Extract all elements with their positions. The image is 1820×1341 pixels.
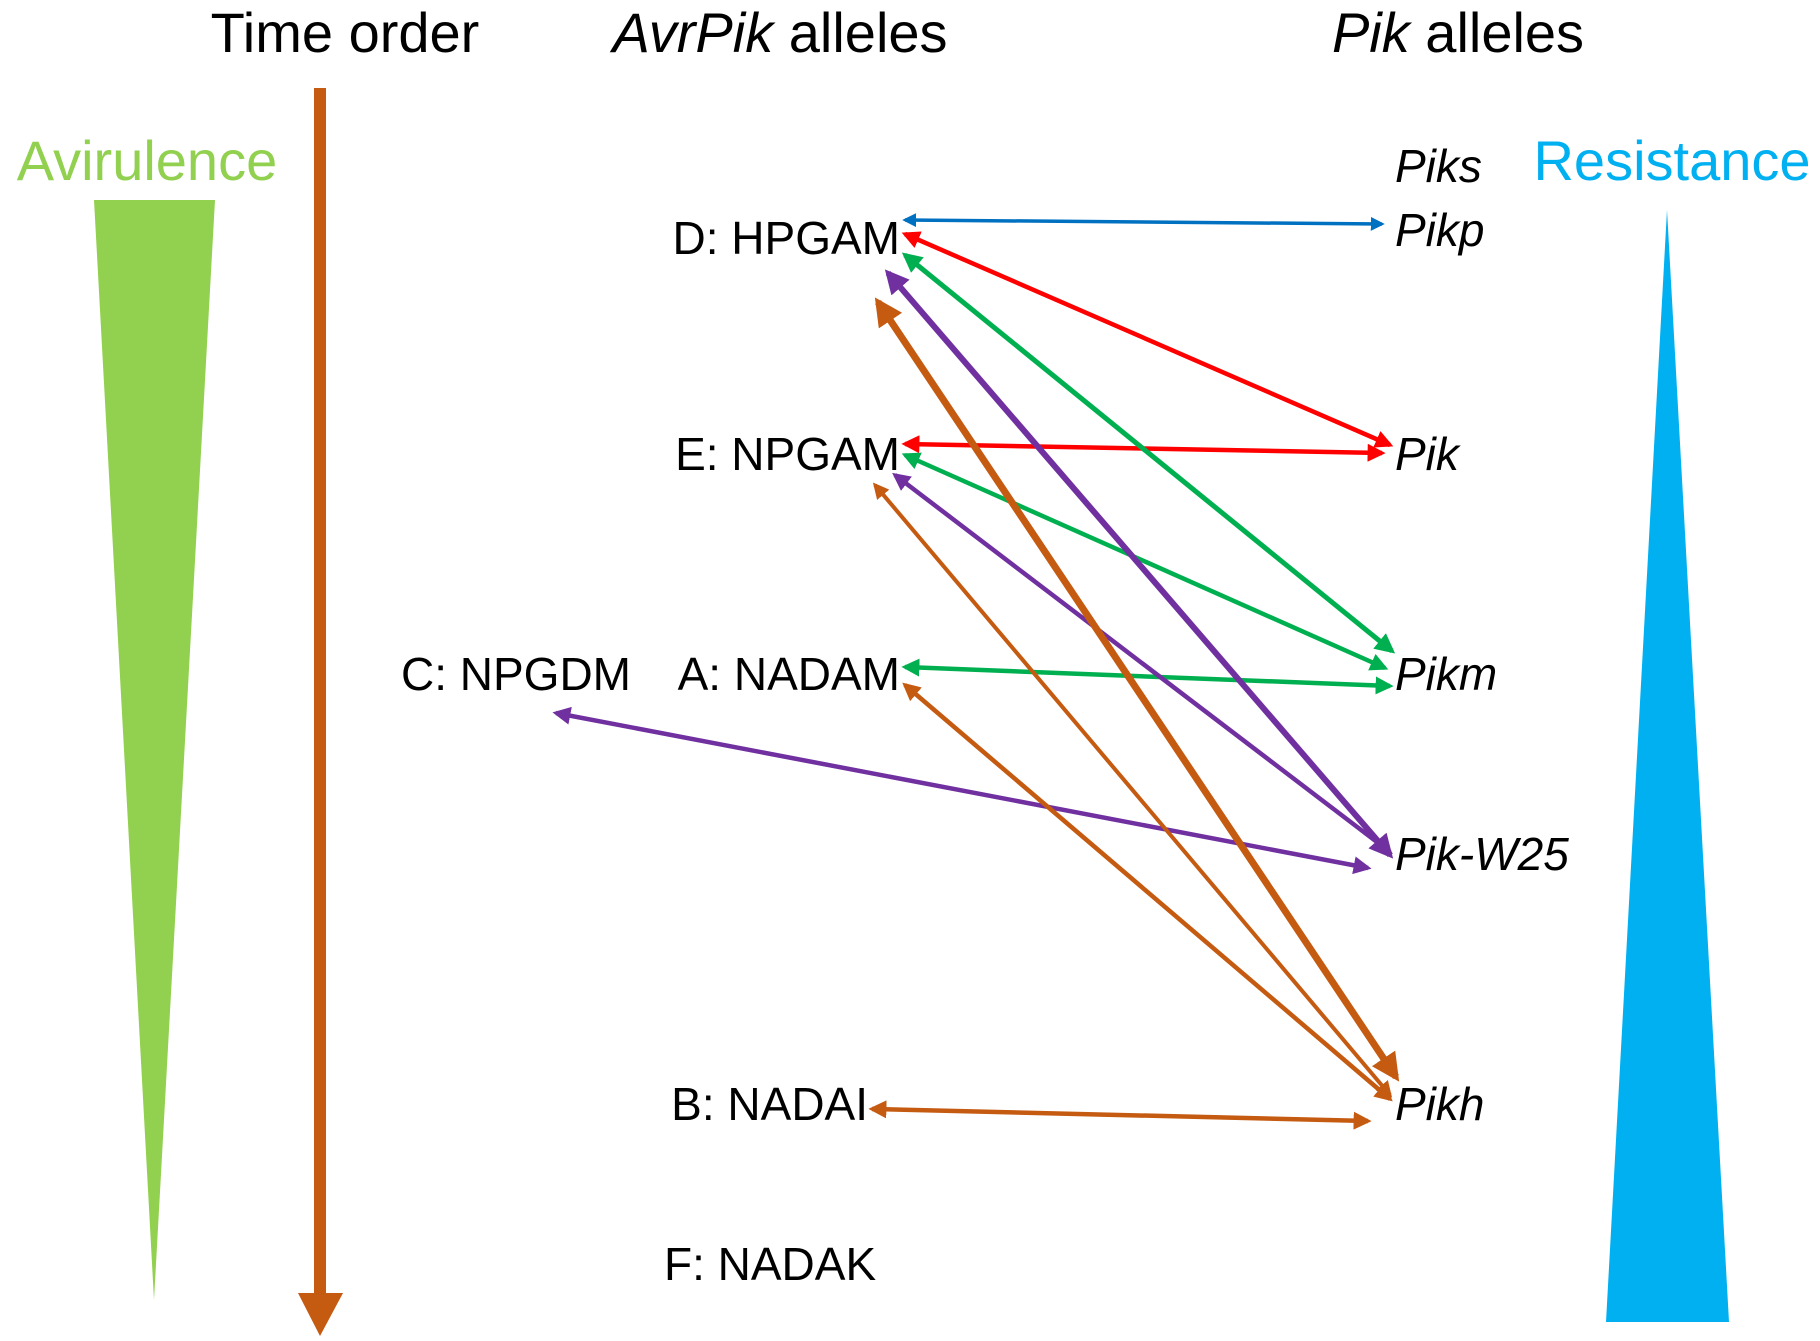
avirulence-label: Avirulence bbox=[17, 129, 277, 192]
time-order-arrow bbox=[298, 88, 343, 1336]
arrow-B-pikh bbox=[868, 1100, 1372, 1130]
time-order-arrow-shaft bbox=[314, 88, 326, 1298]
pik-allele-pikp: Pikp bbox=[1395, 204, 1484, 256]
avrpik-allele-B: B: NADAI bbox=[671, 1078, 868, 1130]
pik-allele-pikm: Pikm bbox=[1395, 648, 1497, 700]
time-order-arrow-head bbox=[298, 1293, 343, 1336]
arrow-D-pikw25 bbox=[884, 269, 1394, 859]
arrow-D-pikh bbox=[874, 297, 1400, 1082]
avrpik-allele-list: D: HPGAM E: NPGAM C: NPGDM A: NADAM B: N… bbox=[401, 212, 900, 1290]
avrpik-allele-E: E: NPGAM bbox=[675, 428, 900, 480]
arrow-D-pik bbox=[901, 231, 1394, 448]
avrpik-allele-A: A: NADAM bbox=[678, 648, 900, 700]
arrow-E-pikm bbox=[901, 452, 1389, 671]
pik-allele-pik-w25: Pik-W25 bbox=[1395, 828, 1569, 880]
interaction-arrows bbox=[552, 213, 1400, 1130]
arrow-D-pikp bbox=[902, 213, 1385, 231]
avrpik-header-rest: alleles bbox=[773, 1, 947, 64]
arrow-E-pikw25 bbox=[892, 472, 1393, 855]
avrpik-header-italic: AvrPik bbox=[609, 1, 776, 64]
pik-allele-pik: Pik bbox=[1395, 428, 1461, 480]
avrpik-allele-F: F: NADAK bbox=[664, 1238, 876, 1290]
pik-header-italic: Pik bbox=[1332, 1, 1413, 64]
time-order-header: Time order bbox=[211, 1, 480, 64]
resistance-label: Resistance bbox=[1533, 129, 1810, 192]
arrow-A-pikh bbox=[902, 682, 1393, 1102]
avrpik-allele-D: D: HPGAM bbox=[673, 212, 900, 264]
pik-allele-pikh: Pikh bbox=[1395, 1078, 1484, 1130]
pik-alleles-header: Pik alleles bbox=[1332, 1, 1584, 64]
pik-header-rest: alleles bbox=[1410, 1, 1584, 64]
avrpik-alleles-header: AvrPik alleles bbox=[609, 1, 947, 64]
avrpik-allele-C: C: NPGDM bbox=[401, 648, 631, 700]
avirulence-wedge bbox=[94, 200, 215, 1300]
resistance-wedge bbox=[1606, 210, 1729, 1322]
pik-allele-list: Piks Pikp Pik Pikm Pik-W25 Pikh bbox=[1395, 140, 1569, 1130]
pik-allele-piks: Piks bbox=[1395, 140, 1482, 192]
